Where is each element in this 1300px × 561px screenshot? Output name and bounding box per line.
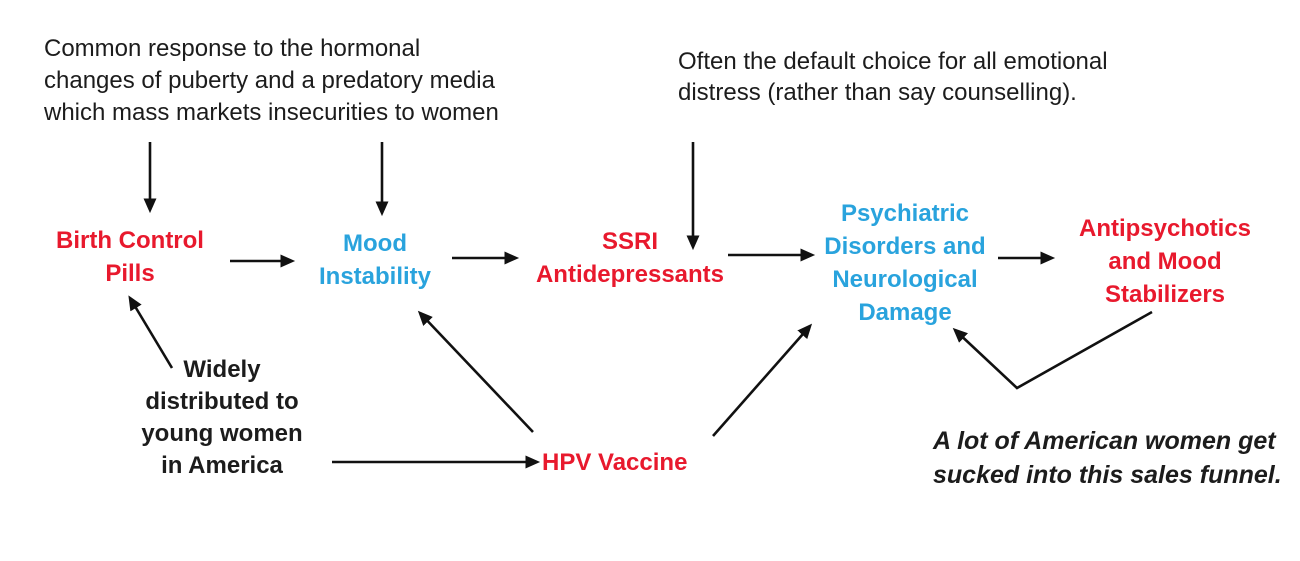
annotation-sales-funnel: A lot of American women get sucked into t… [933,424,1300,492]
text-line: which mass markets insecurities to women [44,99,499,126]
annotation-default-choice: Often the default choice for all emotion… [678,46,1178,108]
node-hpv-vaccine: HPV Vaccine [542,446,687,479]
arrow-hpv-to-mood-instability [417,310,534,433]
text-line: Damage [858,299,952,326]
text-line: Stabilizers [1104,281,1226,308]
text-line: young women [141,420,303,447]
text-line: changes of puberty and a predatory media [44,67,495,94]
text-line: Antidepressants [535,261,725,288]
annotation-widely-distributed: Widely distributed to young women in Americ… [122,354,322,482]
text-line: distress (rather than say counselling). [678,79,1077,106]
text-line: and Mood [1108,248,1222,275]
text-line: sucked into this sales funnel. [933,461,1282,489]
text-line: Psychiatric [840,200,970,227]
arrow-hpv-to-psychiatric [712,323,813,437]
text-line: distributed to [145,388,299,415]
arrow-funnel-note-to-psychiatric [952,310,1153,390]
text-line: Pills [105,260,155,287]
text-line: HPV Vaccine [542,449,688,476]
text-line: Often the default choice for all emotion… [678,48,1108,75]
text-line: Neurological [832,266,978,293]
node-ssri-antidepressants: SSRI Antidepressants [505,225,755,291]
text-line: Widely [183,356,261,383]
text-line: Common response to the hormonal [44,35,421,62]
text-line: Mood [343,230,407,257]
annotation-puberty-media: Common response to the hormonal changes o… [44,33,564,129]
text-line: in America [161,452,283,479]
text-line: Disorders and [824,233,986,260]
text-line: A lot of American women get [933,427,1276,455]
text-line: SSRI [601,228,658,255]
arrow-widely-note-to-birth-control [128,295,174,369]
text-line: Birth Control [56,227,204,254]
text-line: Instability [318,263,432,290]
text-line: Antipsychotics [1078,215,1252,242]
